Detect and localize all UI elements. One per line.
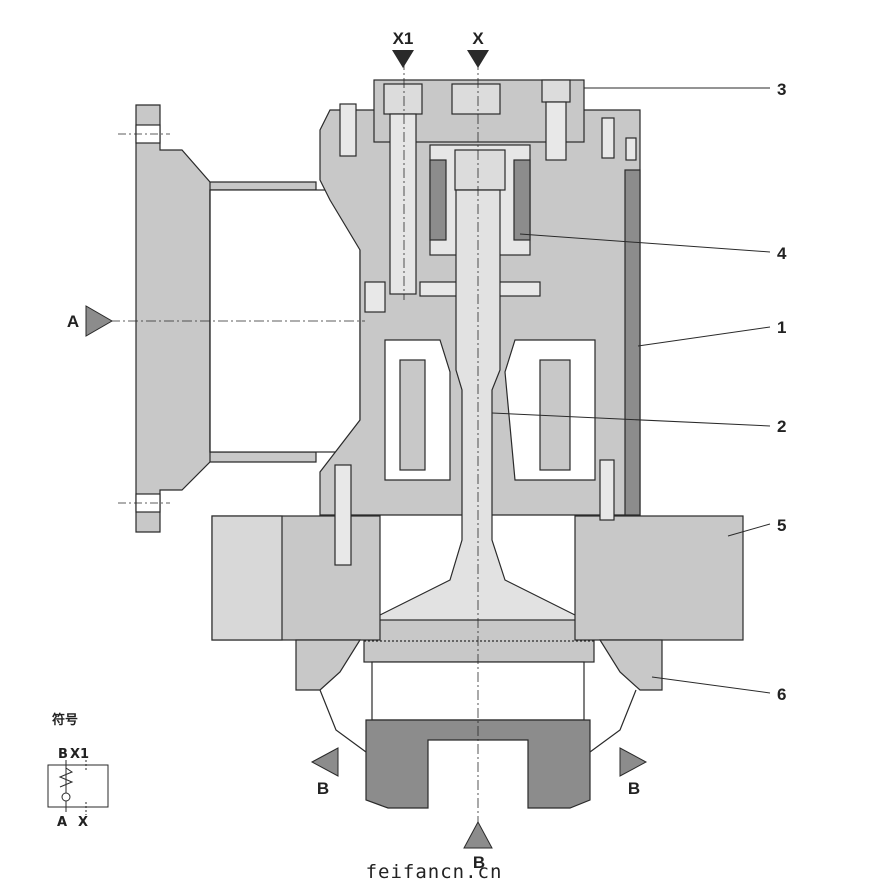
callout-6: 6	[651, 676, 786, 704]
valve-stem	[363, 189, 595, 663]
callout-4: 4	[519, 233, 787, 263]
callout-6-label: 6	[777, 685, 786, 704]
port-x1-marker: X1	[392, 29, 414, 68]
port-b-right-marker: B	[619, 747, 648, 798]
port-b-bottom-label: B	[473, 853, 485, 872]
callout-3: 3	[584, 80, 786, 99]
symbol-top-right: X1	[70, 747, 89, 762]
center-lines	[110, 60, 479, 840]
callout-3-label: 3	[777, 80, 786, 99]
callout-2: 2	[491, 412, 786, 436]
watermark-text: feifancn.cn	[366, 861, 503, 883]
port-x-marker: X	[467, 29, 489, 68]
callout-1: 1	[637, 318, 786, 347]
callout-5-label: 5	[777, 516, 786, 535]
port-x-label: X	[472, 29, 484, 48]
symbol-bottom-right: X	[78, 815, 88, 830]
mounting-block	[211, 459, 744, 641]
callout-2-label: 2	[777, 417, 786, 436]
port-a-marker: A	[67, 305, 114, 337]
port-b-left-label: B	[317, 779, 329, 798]
port-b-left-marker: B	[310, 747, 339, 798]
callout-5: 5	[727, 516, 786, 537]
port-b-bottom-marker: B	[463, 820, 493, 872]
port-b-right-label: B	[628, 779, 640, 798]
seat-and-outlet	[295, 639, 663, 809]
hydraulic-symbol: 符号 B X1 A X	[47, 712, 109, 830]
symbol-bottom-left: A	[57, 815, 67, 830]
callout-1-label: 1	[777, 318, 786, 337]
symbol-top-left: B	[58, 747, 68, 762]
port-x1-label: X1	[393, 29, 414, 48]
symbol-title: 符号	[52, 712, 78, 728]
cover-plate	[339, 79, 637, 295]
port-a-label: A	[67, 312, 79, 331]
callout-4-label: 4	[777, 244, 787, 263]
